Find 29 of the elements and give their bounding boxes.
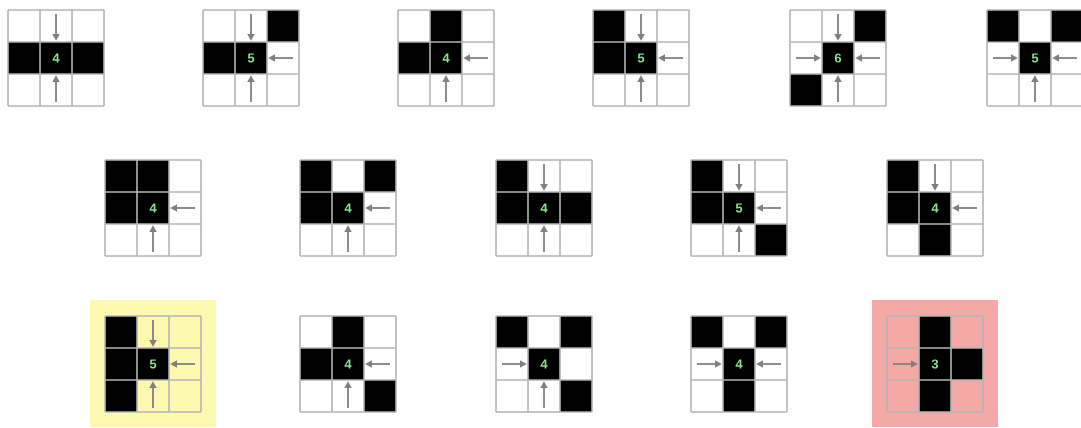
node-label: 4	[931, 203, 939, 213]
cell-grid: 3	[886, 315, 984, 413]
cell-grid: 4	[104, 159, 202, 257]
node-label: 3	[931, 359, 939, 369]
node-label: 4	[344, 203, 352, 213]
cell-grid: 4	[495, 315, 593, 413]
cell-grid: 4	[397, 9, 495, 107]
node-label: 6	[834, 53, 842, 63]
node-label: 5	[735, 203, 743, 213]
cell-grid: 5	[690, 159, 788, 257]
node-label: 4	[52, 53, 60, 63]
cell-grid: 5	[986, 9, 1081, 107]
cell-grid: 5	[104, 315, 202, 413]
cell-grid: 4	[886, 159, 984, 257]
node-label: 4	[540, 203, 548, 213]
cell-grid: 5	[592, 9, 690, 107]
cell-grid: 4	[495, 159, 593, 257]
node-label: 5	[1031, 53, 1039, 63]
cell-grid: 4	[299, 159, 397, 257]
node-label: 4	[344, 359, 352, 369]
node-label: 4	[540, 359, 548, 369]
cell-grid: 4	[7, 9, 105, 107]
cell-grid: 6	[789, 9, 887, 107]
node-label: 4	[735, 359, 743, 369]
cell-grid: 4	[690, 315, 788, 413]
node-label: 4	[442, 53, 450, 63]
cell-grid: 5	[202, 9, 300, 107]
node-label: 4	[149, 203, 157, 213]
cell-grid: 4	[299, 315, 397, 413]
